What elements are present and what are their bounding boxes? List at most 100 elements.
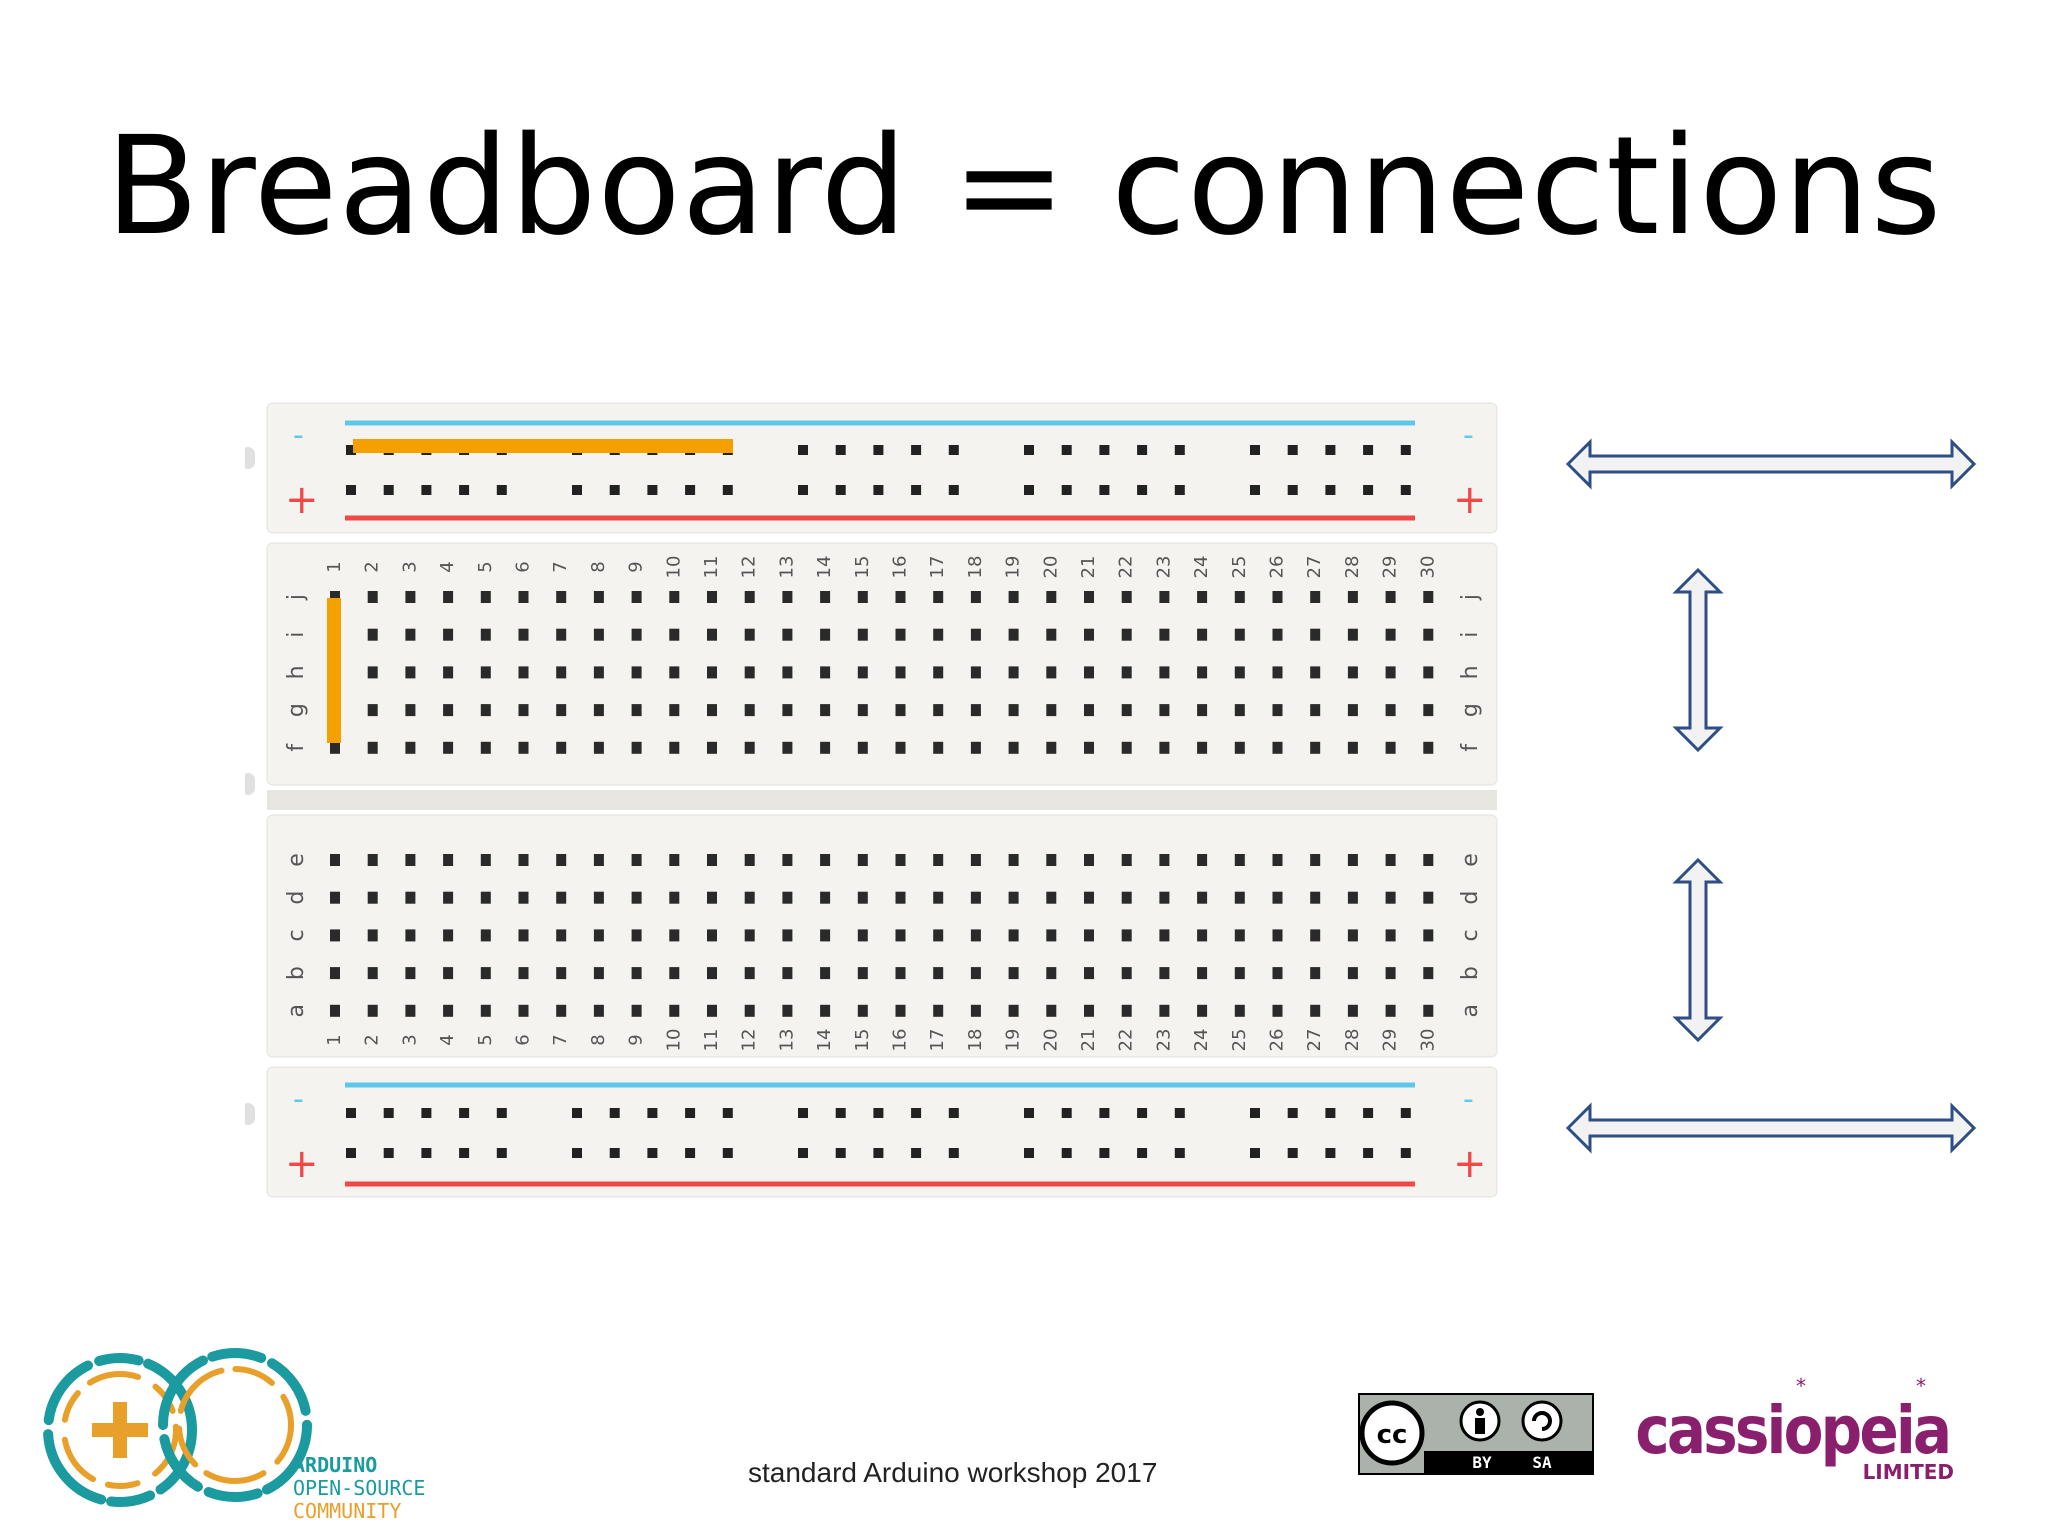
terminal-hole — [707, 854, 717, 866]
terminal-hole — [1272, 628, 1283, 641]
terminal-hole — [1046, 741, 1057, 754]
terminal-hole — [1084, 967, 1094, 980]
terminal-hole — [1423, 666, 1434, 679]
column-number: 25 — [1229, 1029, 1250, 1052]
terminal-hole — [857, 628, 868, 641]
terminal-hole — [593, 628, 604, 641]
row-letter: d — [1458, 891, 1483, 905]
rail-hole — [1325, 485, 1336, 495]
terminal-hole — [782, 929, 793, 942]
terminal-hole — [405, 967, 416, 980]
clip-top — [245, 447, 255, 469]
terminal-hole — [631, 1004, 642, 1017]
terminal-hole — [1423, 628, 1434, 641]
terminal-hole — [330, 854, 340, 866]
cc-by-sa-badge: cc BY SA — [1358, 1393, 1594, 1475]
terminal-hole — [1084, 891, 1094, 904]
arrow-vertical-upper — [1672, 567, 1724, 753]
slide-title: Breadboard = connections — [105, 108, 1943, 266]
terminal-hole — [1310, 741, 1321, 754]
rail-hole — [1174, 485, 1185, 495]
terminal-hole — [1084, 741, 1094, 754]
cc-icon — [1359, 1400, 1425, 1466]
terminal-hole — [933, 1004, 944, 1017]
terminal-hole — [1046, 891, 1057, 904]
terminal-hole — [556, 891, 567, 904]
terminal-hole — [518, 929, 529, 942]
terminal-hole — [1121, 967, 1132, 980]
terminal-hole — [895, 1004, 906, 1017]
top-plus-right: + — [1453, 477, 1487, 523]
terminal-hole — [1084, 666, 1094, 679]
terminal-hole — [857, 891, 868, 904]
terminal-hole — [933, 967, 944, 980]
column-number: 11 — [701, 556, 722, 579]
row-letter: b — [284, 966, 309, 980]
terminal-hole — [1121, 591, 1132, 603]
rail-hole — [798, 1108, 808, 1118]
terminal-hole — [593, 704, 604, 717]
terminal-hole — [1159, 628, 1170, 641]
terminal-hole — [1084, 591, 1094, 603]
terminal-hole — [1234, 891, 1245, 904]
terminal-hole — [744, 704, 755, 717]
terminal-hole — [895, 666, 906, 679]
row-letter: a — [284, 1004, 309, 1017]
terminal-hole — [970, 628, 981, 641]
terminal-hole — [1197, 891, 1208, 904]
terminal-hole — [857, 704, 868, 717]
terminal-hole — [744, 967, 755, 980]
by-text: BY — [1472, 1453, 1492, 1472]
terminal-hole — [782, 704, 793, 717]
terminal-hole — [443, 929, 454, 942]
rail-hole — [572, 485, 582, 495]
column-number: 1 — [324, 561, 345, 572]
terminal-hole — [707, 741, 717, 754]
terminal-hole — [518, 891, 529, 904]
column-number: 15 — [852, 1029, 873, 1052]
terminal-hole — [970, 666, 981, 679]
terminal-hole — [1347, 891, 1358, 904]
rail-hole — [1061, 1108, 1072, 1118]
rail-hole — [873, 1148, 884, 1158]
column-number: 6 — [513, 561, 534, 572]
terminal-hole — [1197, 666, 1208, 679]
rail-hole — [1174, 445, 1185, 455]
terminal-hole — [1385, 741, 1396, 754]
terminal-hole — [1423, 704, 1434, 717]
terminal-hole — [367, 1004, 378, 1017]
terminal-hole — [1272, 967, 1283, 980]
terminal-hole — [443, 704, 454, 717]
terminal-hole — [1272, 854, 1283, 866]
row-letter: c — [284, 929, 309, 941]
cassiopeia-sub: LIMITED — [1863, 1460, 1954, 1484]
terminal-hole — [1385, 891, 1396, 904]
terminal-hole — [631, 929, 642, 942]
row-letter: g — [1458, 703, 1483, 717]
top-minus-left: - — [293, 418, 304, 453]
terminal-hole — [707, 967, 717, 980]
column-number: 10 — [663, 556, 684, 579]
terminal-hole — [970, 891, 981, 904]
terminal-hole — [593, 591, 604, 603]
rail-hole — [609, 485, 620, 495]
rail-hole — [1250, 1148, 1260, 1158]
column-number: 23 — [1153, 556, 1174, 579]
column-number: 25 — [1229, 556, 1250, 579]
terminal-hole — [556, 704, 567, 717]
terminal-hole — [707, 704, 717, 717]
terminal-hole — [1197, 1004, 1208, 1017]
terminal-hole — [1310, 591, 1321, 603]
terminal-hole — [1159, 704, 1170, 717]
rail-hole — [1400, 1108, 1411, 1118]
terminal-hole — [1008, 967, 1019, 980]
terminal-hole — [1310, 929, 1321, 942]
terminal-hole — [556, 741, 567, 754]
bottom-minus-right: - — [1463, 1082, 1474, 1117]
terminal-hole — [933, 591, 944, 603]
terminal-hole — [782, 591, 793, 603]
terminal-hole — [1008, 628, 1019, 641]
column-number: 9 — [626, 561, 647, 572]
terminal-hole — [367, 854, 378, 866]
terminal-hole — [405, 891, 416, 904]
